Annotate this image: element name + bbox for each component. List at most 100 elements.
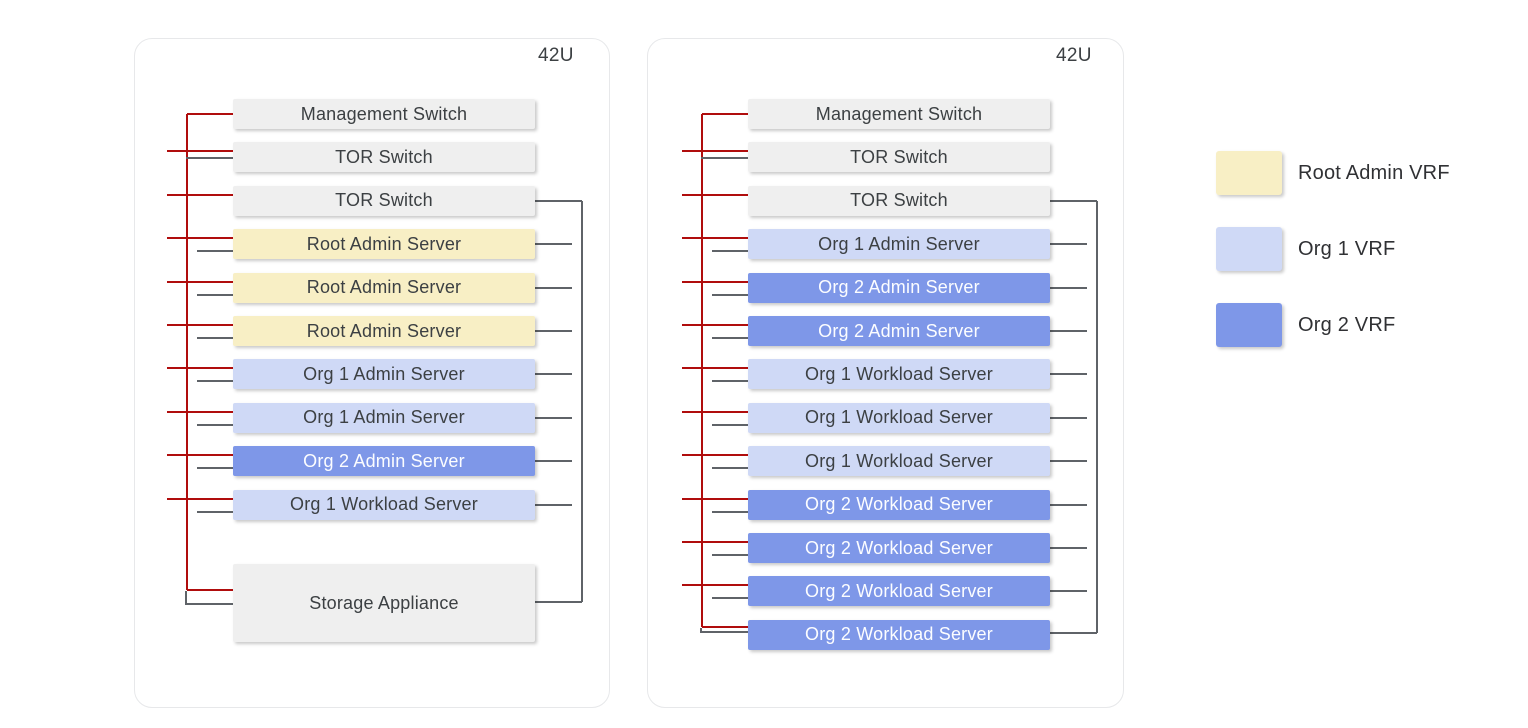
data-network-link — [197, 423, 233, 426]
management-network-link — [167, 324, 233, 326]
rack-unit-tor-switch: TOR Switch — [748, 142, 1050, 173]
management-network-link — [702, 625, 748, 628]
data-network-link — [535, 243, 572, 246]
management-network-link — [682, 150, 748, 153]
rack-unit-org-1-admin-server: Org 1 Admin Server — [748, 229, 1050, 260]
data-network-link — [1050, 590, 1087, 593]
data-network-link — [185, 603, 233, 605]
rack-unit-org-2-workload-server: Org 2 Workload Server — [748, 533, 1050, 563]
data-network-link — [186, 157, 233, 160]
management-network-link — [682, 193, 748, 196]
legend-label-org-1-vrf: Org 1 VRF — [1298, 238, 1396, 260]
rack-unit-org-1-workload-server: Org 1 Workload Server — [748, 359, 1050, 390]
data-network-link — [712, 423, 748, 426]
rack-unit-org-1-workload-server: Org 1 Workload Server — [748, 402, 1050, 433]
management-network-link — [682, 541, 748, 543]
data-network-link — [1050, 373, 1087, 376]
management-network-link — [682, 367, 748, 370]
management-network-link — [167, 497, 233, 500]
data-network-link — [197, 510, 233, 513]
rack-unit-org-1-admin-server: Org 1 Admin Server — [233, 359, 535, 390]
management-network-bus — [186, 114, 188, 590]
management-network-link — [682, 584, 748, 587]
rack-unit-root-admin-server: Root Admin Server — [233, 272, 535, 303]
data-network-link — [1050, 330, 1087, 332]
data-network-link — [185, 591, 187, 604]
rack-unit-org-1-workload-server: Org 1 Workload Server — [233, 489, 535, 520]
management-network-link — [167, 410, 233, 413]
rack-unit-management-switch: Management Switch — [748, 99, 1050, 129]
data-network-link — [535, 601, 582, 603]
management-network-link — [702, 113, 748, 115]
management-network-link — [167, 454, 233, 457]
rack-capacity-label: 42U — [1056, 45, 1092, 66]
data-network-link — [700, 630, 748, 633]
data-network-link — [700, 627, 702, 633]
data-network-link — [701, 157, 748, 160]
management-network-link — [682, 410, 748, 413]
rack-unit-tor-switch: TOR Switch — [748, 185, 1050, 216]
rack-unit-storage-appliance: Storage Appliance — [233, 564, 535, 642]
management-network-link — [682, 280, 748, 283]
rack-unit-root-admin-server: Root Admin Server — [233, 229, 535, 260]
management-network-link — [682, 324, 748, 326]
rack-unit-org-1-admin-server: Org 1 Admin Server — [233, 402, 535, 433]
rack-unit-org-2-workload-server: Org 2 Workload Server — [748, 576, 1050, 607]
rack-unit-org-2-workload-server: Org 2 Workload Server — [748, 489, 1050, 520]
management-network-bus — [701, 114, 703, 627]
data-network-link — [197, 380, 233, 383]
rack-unit-tor-switch: TOR Switch — [233, 185, 535, 216]
data-network-bus — [1096, 200, 1098, 633]
data-network-link — [712, 510, 748, 513]
data-network-link — [1050, 199, 1097, 202]
legend-label-root-admin-vrf: Root Admin VRF — [1298, 162, 1450, 184]
data-network-link — [712, 467, 748, 470]
data-network-link — [712, 337, 748, 339]
management-network-link — [167, 193, 233, 196]
management-network-link — [187, 589, 233, 591]
management-network-link — [187, 113, 233, 115]
legend-label-org-2-vrf: Org 2 VRF — [1298, 314, 1396, 336]
data-network-link — [1050, 547, 1087, 549]
rack-unit-root-admin-server: Root Admin Server — [233, 316, 535, 346]
data-network-link — [197, 337, 233, 339]
rack-unit-org-2-admin-server: Org 2 Admin Server — [748, 272, 1050, 303]
management-network-link — [682, 497, 748, 500]
data-network-link — [712, 293, 748, 296]
data-network-bus — [581, 200, 583, 602]
data-network-link — [535, 330, 572, 332]
rack-capacity-label: 42U — [538, 45, 574, 66]
data-network-link — [535, 199, 582, 202]
rack-unit-tor-switch: TOR Switch — [233, 142, 535, 173]
data-network-link — [535, 460, 572, 463]
data-network-link — [535, 373, 572, 376]
legend-swatch-org-2-vrf — [1216, 303, 1282, 347]
data-network-link — [712, 554, 748, 556]
management-network-link — [167, 237, 233, 240]
data-network-link — [197, 293, 233, 296]
rack-unit-org-1-workload-server: Org 1 Workload Server — [748, 446, 1050, 477]
rack-unit-management-switch: Management Switch — [233, 99, 535, 129]
data-network-link — [1050, 243, 1087, 246]
data-network-link — [535, 503, 572, 506]
legend-swatch-org-1-vrf — [1216, 227, 1282, 271]
data-network-link — [712, 380, 748, 383]
data-network-link — [1050, 503, 1087, 506]
data-network-link — [197, 467, 233, 470]
data-network-link — [1050, 460, 1087, 463]
management-network-link — [682, 237, 748, 240]
data-network-link — [712, 250, 748, 253]
data-network-link — [1050, 416, 1087, 419]
data-network-link — [1050, 631, 1097, 634]
management-network-link — [167, 150, 233, 153]
rack-unit-org-2-admin-server: Org 2 Admin Server — [233, 446, 535, 477]
data-network-link — [1050, 286, 1087, 289]
rack-unit-org-2-workload-server: Org 2 Workload Server — [748, 619, 1050, 650]
data-network-link — [535, 286, 572, 289]
legend-swatch-root-admin-vrf — [1216, 151, 1282, 195]
data-network-link — [535, 416, 572, 419]
management-network-link — [167, 367, 233, 370]
data-network-link — [197, 250, 233, 253]
rack-unit-org-2-admin-server: Org 2 Admin Server — [748, 316, 1050, 346]
